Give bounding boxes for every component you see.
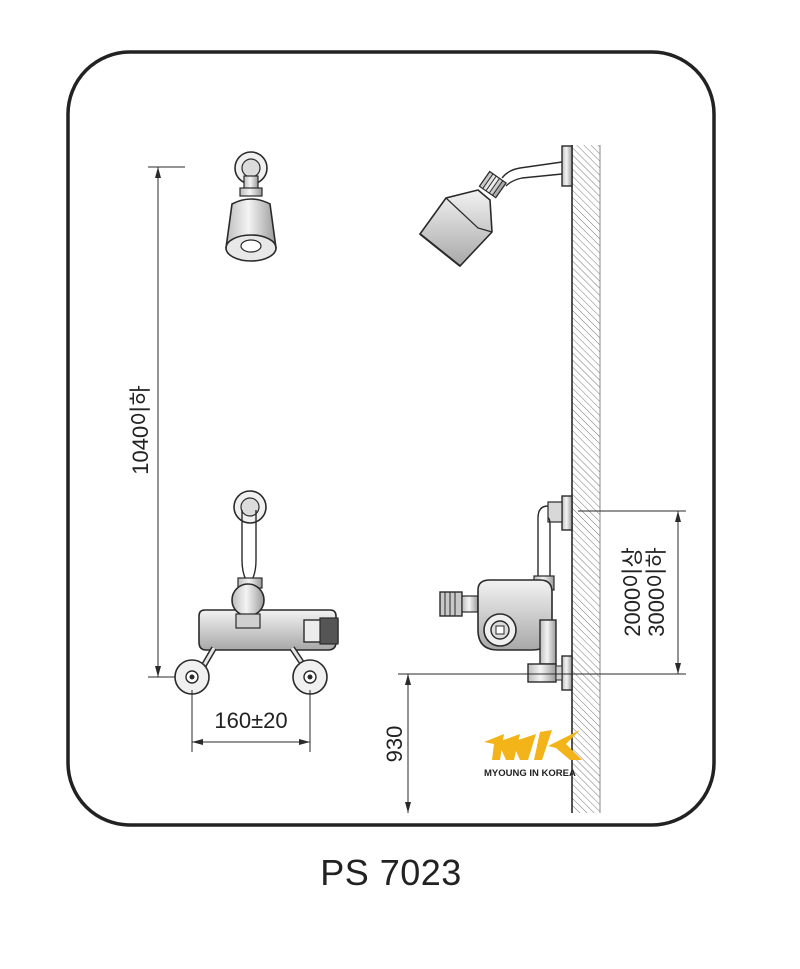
dimension-floor-height: 930 (382, 673, 520, 813)
dimension-spacing: 160±20 (191, 690, 311, 752)
mixer-body-side (439, 579, 573, 691)
mixer-body-front (174, 583, 339, 695)
drawing-frame (66, 50, 716, 827)
brand-tagline: MYOUNG IN KOREA (484, 768, 576, 779)
shower-head-side (418, 145, 573, 268)
brand-logo: MYOUNG IN KOREA (484, 730, 582, 779)
model-number: PS 7023 (320, 852, 462, 893)
dimension-shower-height: 2000이상 3000이하 (520, 510, 686, 675)
label-shower-height-max: 3000이하 (644, 547, 669, 636)
wall-section (572, 145, 600, 813)
label-floor-height: 930 (382, 726, 407, 763)
riser-pipe-front (233, 490, 267, 589)
front-view: 1040이하 160±20 (128, 151, 339, 752)
dimension-total-height: 1040이하 (128, 166, 185, 678)
label-total-height: 1040이하 (128, 385, 153, 474)
shower-head-front (225, 151, 277, 262)
mk-logo-mark (484, 730, 582, 760)
side-view: 2000이상 3000이하 930 (382, 145, 686, 813)
riser-pipe-side (533, 495, 573, 591)
label-shower-height-min: 2000이상 (620, 547, 645, 636)
label-spacing: 160±20 (214, 708, 287, 733)
